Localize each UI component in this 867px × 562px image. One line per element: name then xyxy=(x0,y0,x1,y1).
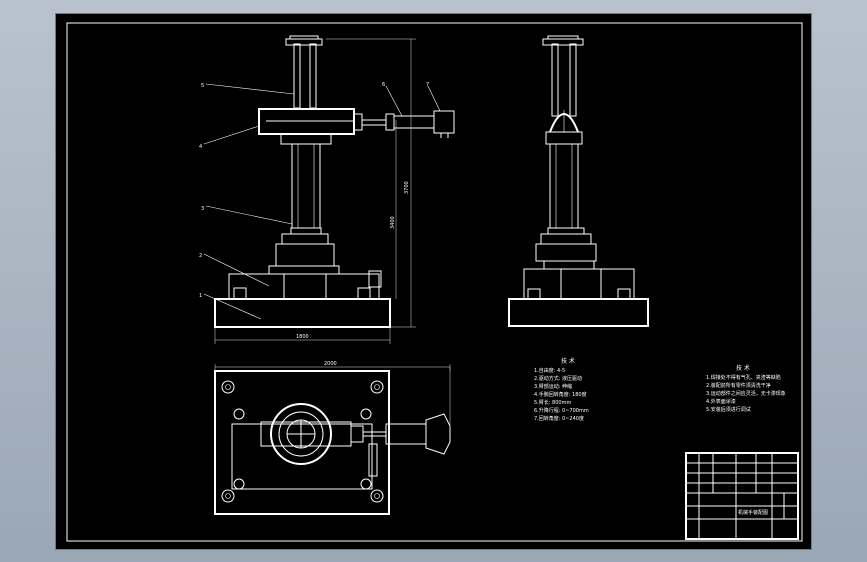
title-block-name: 机械手装配图 xyxy=(738,509,768,516)
guide-rod-left xyxy=(293,43,301,109)
param-line: 6.升降行程: 0~700mm xyxy=(534,407,589,414)
reqs-list: 1.焊接处不得有气孔、夹渣等缺陷 2.装配前所有零件须清洗干净 3.运动部件之间… xyxy=(706,374,786,413)
dim-base-width: 1800 xyxy=(296,334,309,340)
plan-base-plate xyxy=(214,370,390,515)
gripper xyxy=(433,110,455,134)
side-view xyxy=(508,35,649,327)
plan-wrist xyxy=(385,423,427,445)
req-line: 2.装配前所有零件须清洗干净 xyxy=(706,382,771,389)
param-line: 2.驱动方式: 液压驱动 xyxy=(534,375,582,382)
plan-gripper xyxy=(425,413,451,455)
balloon-7: 7 xyxy=(426,82,429,88)
param-line: 5.臂长: 800mm xyxy=(534,399,571,406)
param-line: 4.手腕回转角度: 180度 xyxy=(534,391,587,398)
req-line: 3.运动部件之间应灵活，无卡滞现象 xyxy=(706,390,786,397)
title-block: 机械手装配图 xyxy=(685,452,799,540)
params-title: 技 术 xyxy=(561,357,575,365)
lower-body xyxy=(228,273,380,300)
drawing-frame xyxy=(66,22,803,542)
param-line: 7.回转角度: 0~240度 xyxy=(534,415,584,422)
req-line: 4.外表面涂漆 xyxy=(706,398,736,405)
dim-plan-width: 2000 xyxy=(324,361,337,367)
column xyxy=(291,143,321,229)
side-base-plate xyxy=(508,298,649,327)
plan-turret xyxy=(270,403,332,465)
balloon-6: 6 xyxy=(382,82,385,88)
req-line: 5.安装后须进行调试 xyxy=(706,406,751,413)
balloon-5: 5 xyxy=(201,83,204,89)
cad-drawing: 5 4 3 2 1 6 7 1800 3700 3400 2000 技 术 1.… xyxy=(66,22,803,542)
base-plate xyxy=(214,298,391,328)
balloon-1: 1 xyxy=(199,293,202,299)
guide-rod-right xyxy=(309,43,317,109)
top-cap xyxy=(285,38,323,46)
plan-view xyxy=(214,364,451,515)
front-view xyxy=(203,35,455,344)
param-line: 3.臂部运动: 伸缩 xyxy=(534,383,572,390)
dim-height: 3700 xyxy=(404,181,410,194)
reqs-title: 技 术 xyxy=(736,364,750,372)
param-line: 1.自由度: 4-5 xyxy=(534,367,565,374)
wrist xyxy=(393,115,435,129)
params-list: 1.自由度: 4-5 2.驱动方式: 液压驱动 3.臂部运动: 伸缩 4.手腕回… xyxy=(534,367,589,422)
dim-height2: 3400 xyxy=(390,216,396,229)
balloon-4: 4 xyxy=(199,144,202,150)
balloon-2: 2 xyxy=(199,253,202,259)
req-line: 1.焊接处不得有气孔、夹渣等缺陷 xyxy=(706,374,781,381)
drawing-sheet: 5 4 3 2 1 6 7 1800 3700 3400 2000 技 术 1.… xyxy=(55,13,812,550)
balloon-3: 3 xyxy=(201,206,204,212)
turret xyxy=(275,243,335,267)
